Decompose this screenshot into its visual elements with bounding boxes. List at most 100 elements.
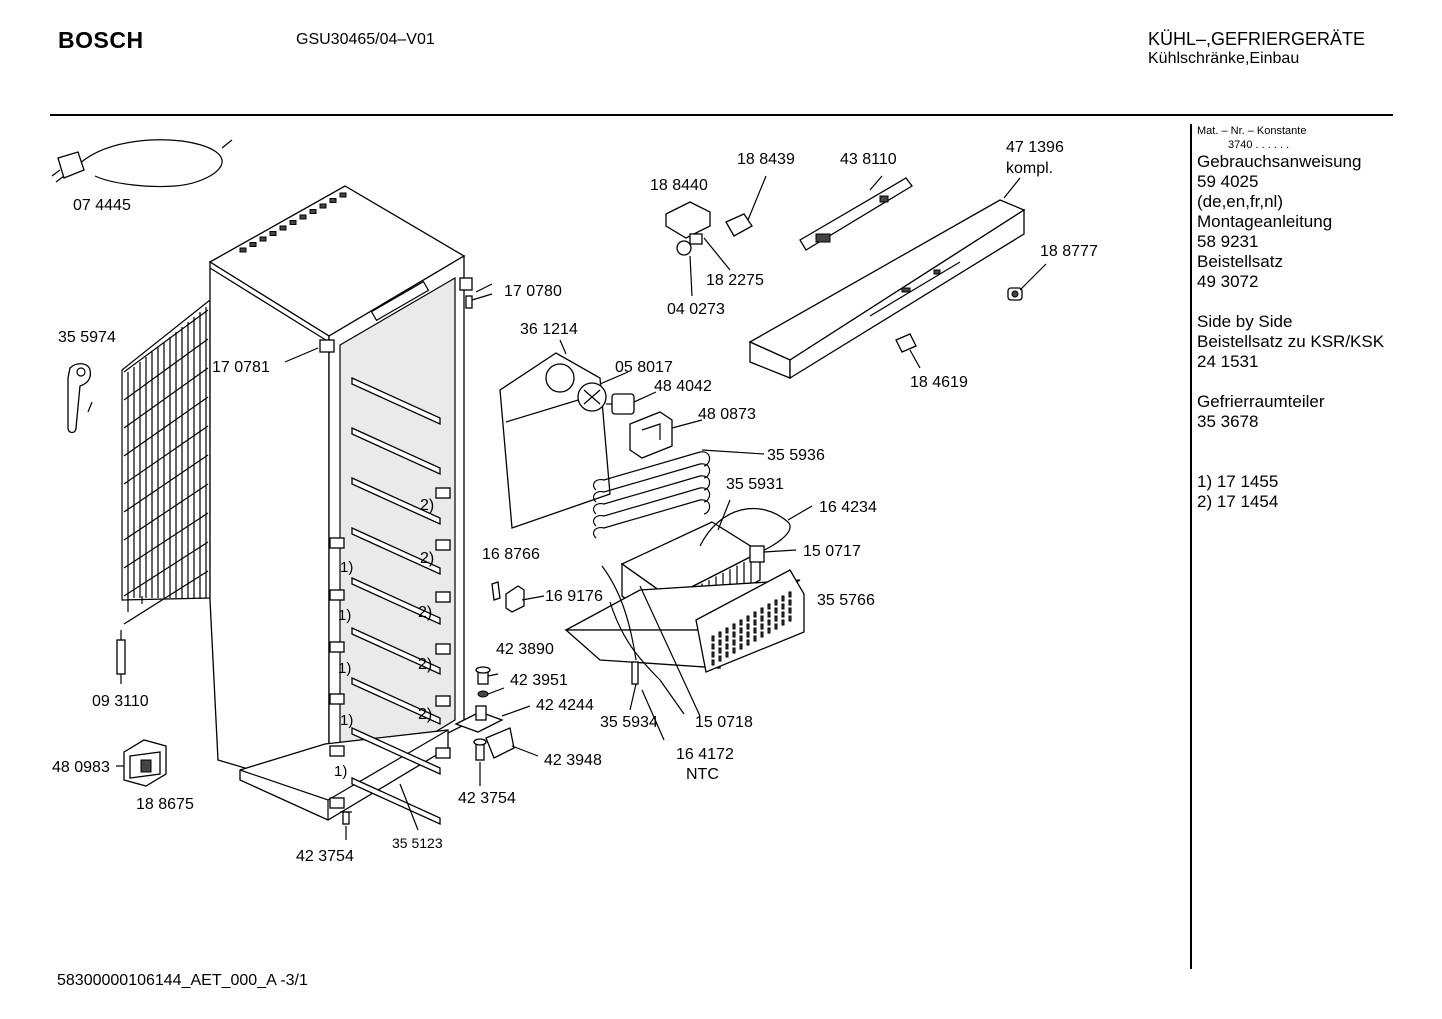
panel-clip-drawing [895,333,917,353]
part-label: 35 5931 [726,476,784,493]
sidebar-line: Gefrierraumteiler [1197,392,1325,411]
drawer-vent [753,635,757,642]
power-cord-drawing [51,139,233,188]
switch-drawing [116,739,167,787]
drawer-vent [739,635,743,642]
drawer-vent [739,619,743,626]
shelf-rail [351,526,441,576]
coil-loop [592,499,711,539]
drawer-vent [781,611,785,618]
sidebar-line: Montageanleitung [1197,212,1333,231]
shelf-rail [351,776,441,826]
drawer-vent [767,603,771,610]
part-label: 18 4619 [910,374,968,391]
evaporator-cover-drawing [499,352,611,529]
drawer-vent [760,631,764,638]
sidebar-line [1197,432,1437,452]
shelf-rail [351,576,441,626]
shelf-rails [329,376,451,826]
condenser-tube [123,338,209,401]
condenser-tubes [123,307,209,625]
foot-screw-drawing [340,811,352,825]
part-label: 48 0983 [52,759,110,776]
shelf-support [435,643,451,655]
top-vent [289,220,297,225]
part-label: 42 3754 [296,848,354,865]
shelf-support [435,695,451,707]
shelf-support [435,747,451,759]
footnote-marker: 1) [334,763,347,780]
shelf-support [329,589,345,601]
drawer-vent [718,639,722,646]
shelf-rail [351,626,441,676]
shelf-support [329,745,345,757]
part-label: 35 5766 [817,592,875,609]
sidebar-line: 59 4025 [1197,172,1259,191]
part-label: 16 9176 [545,588,603,605]
part-label: 35 5936 [767,447,825,464]
fan-drawing [577,382,607,412]
shelf-rail [351,726,441,776]
part-label: 18 8439 [737,151,795,168]
part-label: 16 4234 [819,499,877,516]
footnote-marker: 2) [418,706,432,723]
drawer-vent [760,623,764,630]
shelf-support [329,641,345,653]
shelf-support [329,537,345,549]
sidebar-line: 35 3678 [1197,412,1259,431]
drawer-vent [788,615,792,622]
top-vent [269,231,277,236]
part-label: kompl. [1006,160,1053,177]
shelf-rail [351,676,441,726]
drawer-vent [725,651,729,658]
shelf-support [329,797,345,809]
sidebar-divider [1190,124,1192,969]
part-label: 04 0273 [667,301,725,318]
footnote-marker: 2) [420,497,434,514]
part-label: 47 1396 [1006,139,1064,156]
drawer-vent [788,591,792,598]
footnote-marker: 1) [338,607,351,624]
coil-loop [592,475,711,515]
drawer-vent [725,643,729,650]
condenser-tube [123,541,209,597]
drawer-vent [753,627,757,634]
shelf-rail [351,426,441,476]
brand-logo: BOSCH [58,27,144,53]
part-label: 48 0873 [698,406,756,423]
top-vent [239,247,247,253]
condenser-tube [123,570,209,625]
condenser-tube [123,512,209,569]
drawer-vent [788,599,792,606]
drawer-vent [753,611,757,618]
sidebar-line [1197,452,1437,472]
sidebar-line: Beistellsatz zu KSR/KSK [1197,332,1385,351]
top-vent [329,198,337,203]
part-label: 35 5123 [392,835,443,851]
drawer-vent [767,619,771,626]
material-number-value: 3740 . . . . . . [1228,139,1290,151]
drawer-vent [732,623,736,630]
part-label: 18 8777 [1040,243,1098,260]
drawer-vent [718,655,722,662]
control-panel-bar-drawing [748,199,1026,380]
sensor-wire-drawing [601,565,661,685]
hinge-brackets-drawing [319,277,473,353]
category-subtitle: Kühlschränke,Einbau [1148,50,1300,67]
part-label: 09 3110 [92,693,149,710]
part-label: 17 0781 [212,359,270,376]
part-label: 42 4244 [536,697,594,714]
drawer-vent [781,603,785,610]
part-label: 15 0718 [695,714,753,731]
part-label: 36 1214 [520,321,578,338]
part-label: 15 0717 [803,543,861,560]
knob-drawing [1007,287,1023,301]
drawer-vent [732,647,736,654]
drawer-vent [753,619,757,626]
part-label: NTC [686,766,719,783]
leader-lines [87,175,1047,840]
part-label: 42 3890 [496,641,554,658]
part-label: 18 8440 [650,177,708,194]
condenser-tube [123,483,209,541]
model-number: GSU30465/04–V01 [296,31,435,48]
